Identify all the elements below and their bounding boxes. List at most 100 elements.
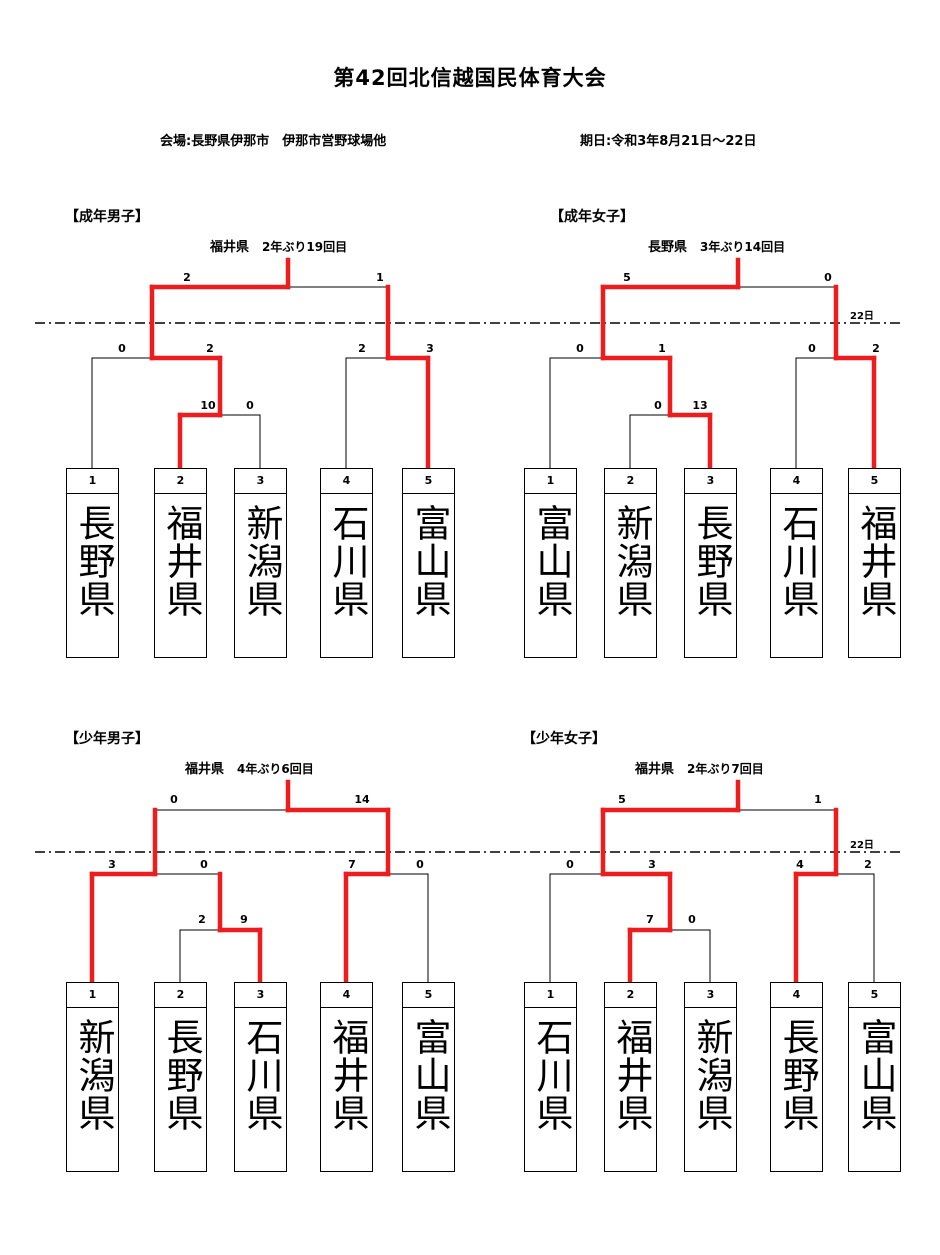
team-seed: 5 [849, 469, 900, 494]
champion-text: 福井県 2年ぶり7回目 [635, 758, 764, 777]
score-r1-left: 7 [646, 913, 654, 926]
champion-text: 福井県 2年ぶり19回目 [210, 236, 347, 255]
venue-text: 会場:長野県伊那市 伊那市営野球場他 [160, 134, 387, 149]
score-final-left: 5 [618, 793, 626, 806]
score-r1-right: 9 [240, 913, 248, 926]
champion-name: 福井県 [635, 762, 675, 777]
score-final-left: 2 [183, 271, 191, 284]
score-r1-left: 2 [198, 913, 206, 926]
team-name: 福井県 [326, 1018, 369, 1132]
team-name: 長野県 [690, 504, 733, 618]
team-name: 富山県 [854, 1018, 897, 1132]
team-name: 福井県 [854, 504, 897, 618]
team-name: 長野県 [160, 1018, 203, 1132]
champion-name: 福井県 [210, 240, 250, 255]
team-seed: 5 [849, 983, 900, 1008]
score-qf2-right: 2 [872, 342, 880, 355]
champion-note: 3年ぶり14回目 [700, 240, 786, 254]
score-r1-right: 0 [688, 913, 696, 926]
team-name: 福井県 [160, 504, 203, 618]
score-final-right: 14 [354, 793, 370, 806]
team-box: 3 長野県 [684, 468, 737, 658]
team-box: 3 新潟県 [684, 982, 737, 1172]
team-box: 5 福井県 [848, 468, 901, 658]
team-name: 新潟県 [690, 1018, 733, 1132]
champion-text: 福井県 4年ぶり6回目 [185, 758, 314, 777]
team-seed: 2 [605, 469, 656, 494]
champion-name: 長野県 [648, 240, 688, 255]
team-seed: 2 [155, 469, 206, 494]
score-qf-left: 0 [576, 342, 584, 355]
score-final-right: 1 [814, 793, 822, 806]
team-box: 2 長野県 [154, 982, 207, 1172]
score-r1-right: 0 [246, 399, 254, 412]
bracket-category-label: 【成年男子】 [65, 209, 149, 225]
bracket-lines [470, 779, 900, 985]
day-label: 22日 [850, 840, 874, 851]
team-name: 石川県 [326, 504, 369, 618]
team-seed: 1 [67, 983, 118, 1008]
bracket-category-label: 【成年女子】 [550, 209, 634, 225]
team-box: 2 福井県 [604, 982, 657, 1172]
score-final-right: 1 [376, 271, 384, 284]
score-final-left: 0 [170, 793, 178, 806]
team-name: 長野県 [776, 1018, 819, 1132]
team-seed: 3 [685, 983, 736, 1008]
score-r1-left: 0 [654, 399, 662, 412]
score-qf-left: 0 [566, 858, 574, 871]
score-qf-left: 0 [118, 342, 126, 355]
champion-text: 長野県 3年ぶり14回目 [648, 236, 785, 255]
team-seed: 5 [403, 983, 454, 1008]
team-seed: 4 [771, 469, 822, 494]
score-qf2-right: 2 [864, 858, 872, 871]
team-box: 2 福井県 [154, 468, 207, 658]
team-seed: 3 [235, 469, 286, 494]
score-qf2-left: 7 [348, 858, 356, 871]
score-qf-right: 2 [206, 342, 214, 355]
team-box: 5 富山県 [402, 468, 455, 658]
team-seed: 2 [155, 983, 206, 1008]
team-seed: 2 [605, 983, 656, 1008]
team-box: 2 新潟県 [604, 468, 657, 658]
team-seed: 1 [67, 469, 118, 494]
team-name: 福井県 [610, 1018, 653, 1132]
team-seed: 3 [685, 469, 736, 494]
bracket-category-label: 【少年女子】 [522, 731, 606, 747]
bracket-lines [470, 257, 900, 471]
bracket-panel: 【少年女子】福井県 2年ぶり7回目 22日 5 1 0 3 4 2 7 0 1 石川県 2 福井県 3 新潟県… [470, 722, 940, 1202]
bracket-lines [35, 779, 470, 985]
team-seed: 4 [321, 983, 372, 1008]
score-final-left: 5 [623, 271, 631, 284]
team-box: 4 石川県 [770, 468, 823, 658]
score-qf2-right: 3 [426, 342, 434, 355]
team-name: 石川県 [776, 504, 819, 618]
team-seed: 3 [235, 983, 286, 1008]
champion-name: 福井県 [185, 762, 225, 777]
champion-note: 2年ぶり19回目 [262, 240, 348, 254]
team-box: 4 長野県 [770, 982, 823, 1172]
bracket-category-label: 【少年男子】 [65, 731, 149, 747]
team-seed: 4 [771, 983, 822, 1008]
dates-text: 期日:令和3年8月21日～22日 [580, 134, 757, 149]
score-qf2-right: 0 [416, 858, 424, 871]
team-box: 1 新潟県 [66, 982, 119, 1172]
score-qf2-left: 4 [796, 858, 804, 871]
team-name: 新潟県 [72, 1018, 115, 1132]
team-seed: 5 [403, 469, 454, 494]
team-seed: 1 [525, 983, 576, 1008]
team-box: 5 富山県 [848, 982, 901, 1172]
team-name: 富山県 [408, 504, 451, 618]
score-r1-right: 13 [692, 399, 708, 412]
score-r1-left: 10 [200, 399, 216, 412]
score-qf-right: 3 [648, 858, 656, 871]
team-name: 新潟県 [610, 504, 653, 618]
team-name: 石川県 [530, 1018, 573, 1132]
